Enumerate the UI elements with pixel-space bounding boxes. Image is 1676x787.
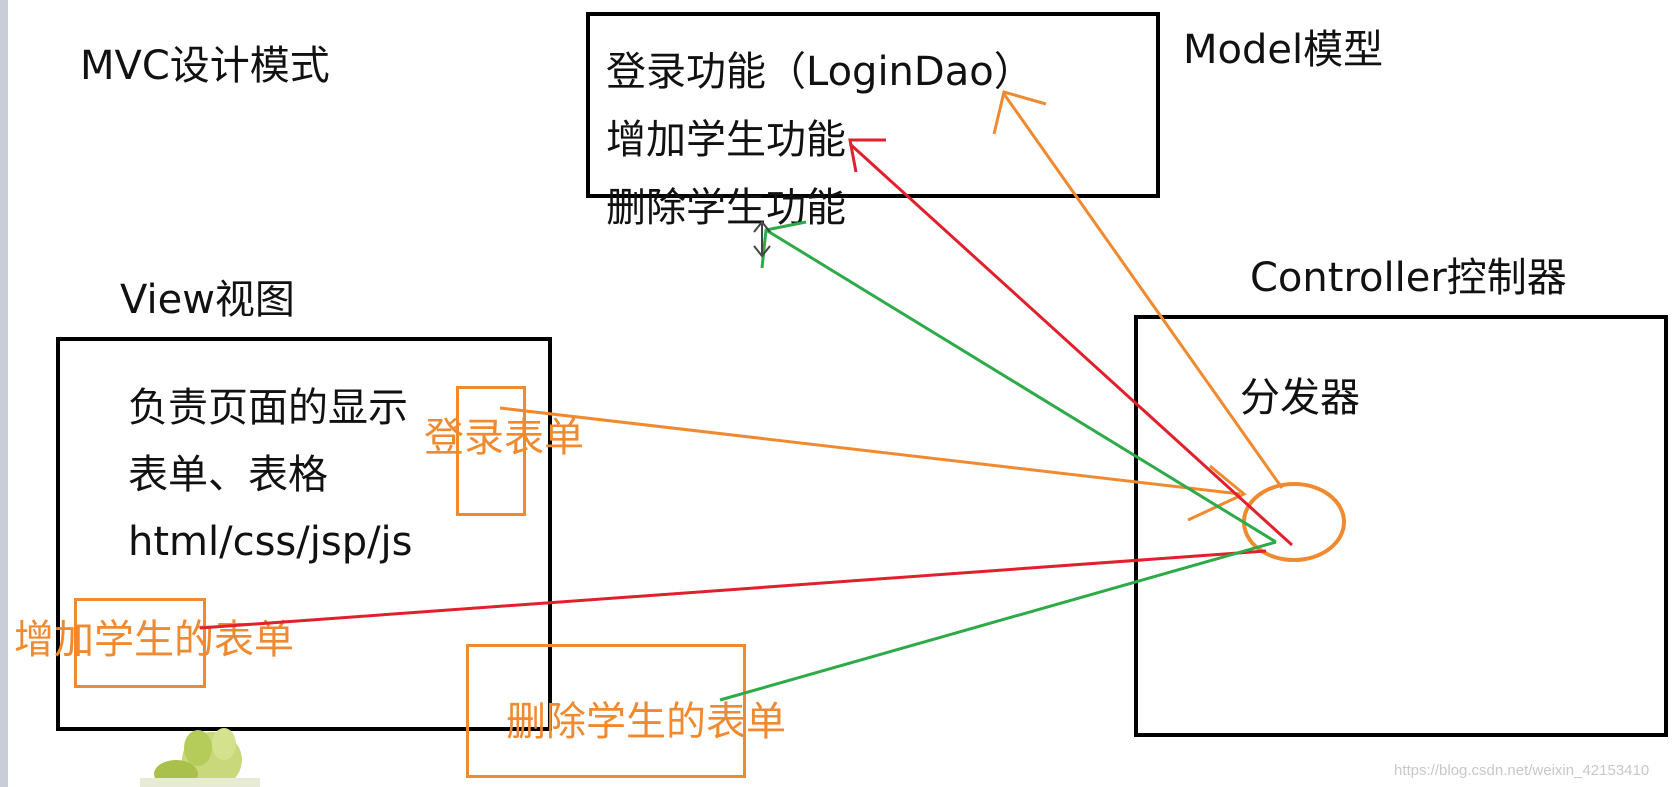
arrow-dispatcher-to-model-delete bbox=[765, 228, 1277, 544]
watermark: https://blog.csdn.net/weixin_42153410 bbox=[1394, 762, 1650, 779]
arrow-head-login-to-dispatcher bbox=[1187, 464, 1247, 522]
model-label: Model模型 bbox=[1183, 27, 1384, 73]
view-item-technologies: html/css/jsp/js bbox=[128, 519, 413, 565]
model-item-login: 登录功能（LoginDao） bbox=[606, 49, 1034, 95]
dispatcher-label: 分发器 bbox=[1240, 375, 1360, 421]
view-box bbox=[56, 337, 552, 731]
diagram-title: MVC设计模式 bbox=[80, 43, 330, 89]
model-item-add-student: 增加学生功能 bbox=[606, 117, 846, 163]
arrow-dispatcher-to-model-add bbox=[848, 142, 1294, 547]
view-item-forms-tables: 表单、表格 bbox=[128, 452, 328, 498]
arrow-head-dispatcher-to-login bbox=[992, 90, 1047, 135]
view-label: View视图 bbox=[120, 277, 295, 323]
login-form-label: 登录表单 bbox=[424, 415, 584, 461]
delete-student-form-box bbox=[466, 644, 746, 778]
left-edge-bar bbox=[0, 0, 8, 787]
delete-student-form-label: 删除学生的表单 bbox=[506, 699, 786, 745]
resize-cursor-icon bbox=[753, 220, 771, 258]
model-box bbox=[586, 12, 1160, 198]
login-form-box bbox=[456, 386, 526, 516]
arrow-dispatcher-to-model-login bbox=[1002, 93, 1284, 489]
controller-box bbox=[1134, 315, 1668, 737]
arrow-login-form-to-dispatcher bbox=[499, 406, 1241, 496]
arrow-head-dispatcher-to-add bbox=[848, 138, 886, 173]
controller-label: Controller控制器 bbox=[1250, 255, 1567, 301]
arrow-delete-form-to-dispatcher bbox=[719, 540, 1277, 702]
arrow-add-form-to-dispatcher bbox=[199, 549, 1267, 630]
model-item-delete-student: 删除学生功能 bbox=[606, 185, 846, 231]
view-item-display: 负责页面的显示 bbox=[128, 385, 408, 431]
dispatcher-ellipse bbox=[1242, 482, 1346, 562]
plant-decoration-icon bbox=[140, 728, 260, 787]
add-student-form-label: 增加学生的表单 bbox=[14, 617, 294, 663]
add-student-form-box bbox=[74, 598, 206, 688]
